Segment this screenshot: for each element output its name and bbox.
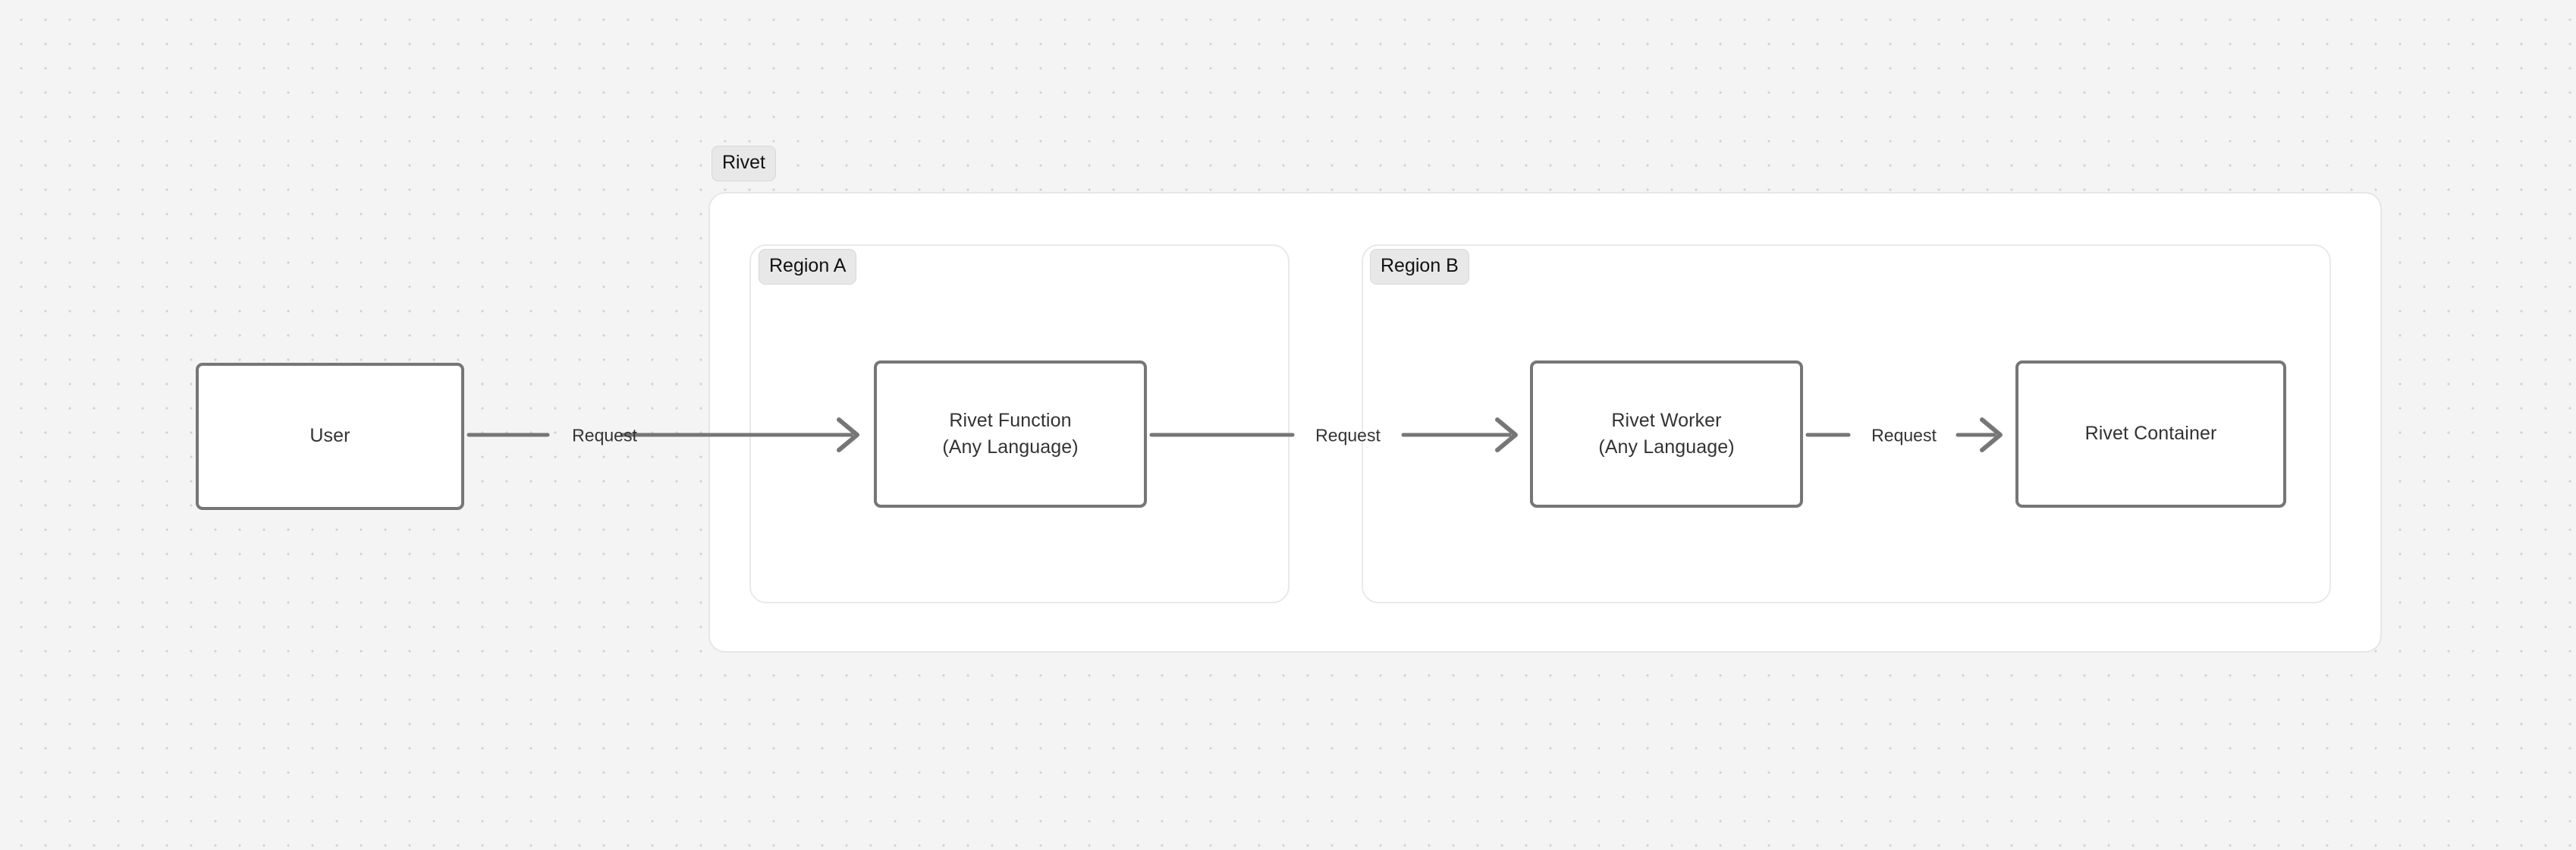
node-user-label: User — [309, 425, 350, 447]
edge-user-to-rivet-function — [464, 414, 880, 452]
arrowhead-icon — [837, 417, 859, 452]
edge-rivet-worker-to-rivet-container — [1803, 414, 2020, 452]
edge-label-rivet-worker-to-rivet-container: Request — [1871, 425, 1937, 445]
node-rivet-function-label-line2: (Any Language) — [942, 436, 1079, 458]
group-label-region-a: Region A — [759, 249, 857, 285]
node-user[interactable]: User — [196, 363, 464, 510]
edge-user-to-rivet-function-svg — [467, 417, 859, 452]
node-rivet-container-label: Rivet Container — [2084, 423, 2217, 445]
node-rivet-worker-label-line2: (Any Language) — [1598, 436, 1735, 458]
group-label-region-b: Region B — [1370, 249, 1469, 285]
arrowhead-icon — [1495, 417, 1518, 452]
node-rivet-function-label-line1: Rivet Function — [949, 409, 1072, 431]
edge-rivet-function-to-rivet-worker — [1147, 414, 1535, 452]
edge-rivet-worker-to-rivet-container-svg — [1805, 417, 2003, 452]
node-rivet-container[interactable]: Rivet Container — [2015, 360, 2286, 508]
node-rivet-function[interactable]: Rivet Function (Any Language) — [874, 360, 1147, 508]
node-rivet-worker-label-line1: Rivet Worker — [1611, 409, 1722, 431]
node-rivet-worker[interactable]: Rivet Worker (Any Language) — [1530, 360, 1803, 508]
group-label-rivet: Rivet — [712, 146, 776, 181]
edge-label-rivet-function-to-rivet-worker: Request — [1315, 425, 1381, 445]
edge-label-user-to-rivet-function: Request — [572, 425, 637, 445]
arrowhead-icon — [1980, 417, 2003, 452]
edge-rivet-function-to-rivet-worker-svg — [1149, 417, 1518, 452]
